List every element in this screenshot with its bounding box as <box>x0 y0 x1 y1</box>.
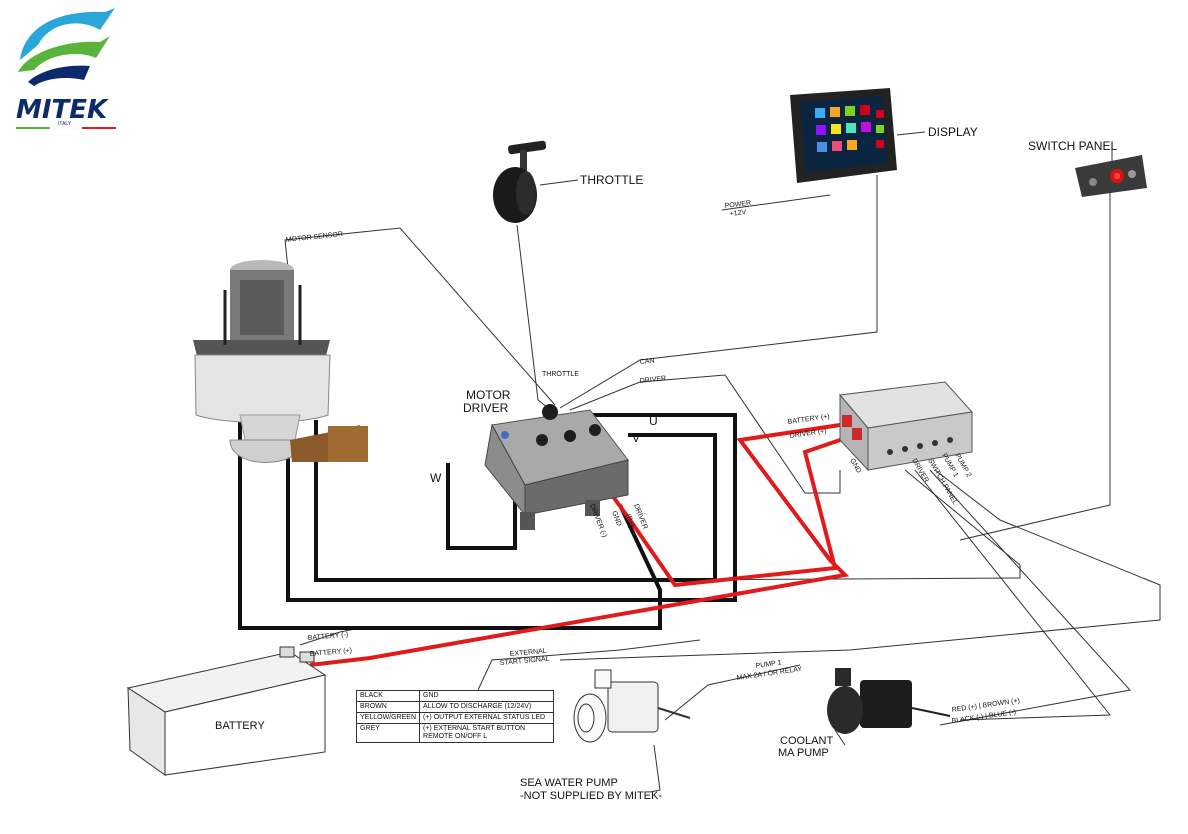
label-phase-w: W <box>430 471 442 485</box>
table-row: BLACK GND <box>355 690 554 702</box>
switch-panel <box>1075 150 1147 197</box>
label-can: CAN <box>639 357 654 366</box>
electric-motor <box>193 260 368 463</box>
wire-color-cell: BROWN <box>355 701 421 713</box>
label-motor-driver-1: MOTOR <box>466 388 511 402</box>
label-sea-water-2: -NOT SUPPLIED BY MITEK- <box>520 790 662 802</box>
battery-box <box>126 646 327 776</box>
label-battery-plus: BATTERY (+) <box>310 647 353 658</box>
table-row: GREY (+) EXTERNAL START BUTTON REMOTE ON… <box>355 723 554 743</box>
power-wires <box>309 423 850 667</box>
logo-sub: ITALY <box>58 121 72 127</box>
label-battery-plus-right: BATTERY (+) <box>787 413 830 426</box>
mitek-logo: MITEK ITALY <box>16 8 116 130</box>
label-pump1-note-1: PUMP 1 <box>755 659 782 670</box>
label-sea-water-1: SEA WATER PUMP <box>520 777 618 789</box>
label-display: DISPLAY <box>928 125 978 139</box>
table-row: BROWN ALLOW TO DISCHARGE (12/24V) <box>355 701 554 713</box>
label-gnd-small: GND <box>610 510 622 527</box>
label-driver-plus-b: (B+) <box>624 513 636 528</box>
wire-color-cell: YELLOW/GREEN <box>355 712 421 724</box>
label-throttle: THROTTLE <box>580 173 643 187</box>
label-driver-plus-right: DRIVER (+) <box>789 428 827 440</box>
wire-color-cell: GREY <box>355 723 421 743</box>
label-external-start-1: EXTERNAL <box>510 648 548 658</box>
table-row: YELLOW/GREEN (+) OUTPUT EXTERNAL STATUS … <box>355 712 554 724</box>
coolant-pump <box>827 668 951 734</box>
label-power-voltage: +12V <box>729 209 747 218</box>
label-phase-u: U <box>649 414 658 428</box>
wire-function-cell: ALLOW TO DISCHARGE (12/24V) <box>419 701 554 713</box>
label-motor-driver-2: DRIVER <box>463 401 509 415</box>
signal-wires <box>284 175 1161 793</box>
label-motor-sensor: MOTOR SENSOR <box>285 231 343 244</box>
label-battery-minus: BATTERY (-) <box>308 631 349 641</box>
label-driver: DRIVER <box>639 375 666 385</box>
junction-box <box>839 381 973 472</box>
label-pump1-note-2: MAX 2A / OR RELAY <box>736 666 803 682</box>
wire-function-cell: (+) OUTPUT EXTERNAL STATUS LED <box>419 712 554 724</box>
label-coolant-1: COOLANT <box>780 735 833 747</box>
wire-function-cell: (+) EXTERNAL START BUTTON REMOTE ON/OFF … <box>419 723 554 743</box>
label-battery: BATTERY <box>215 720 265 732</box>
diagram-labels: DISPLAY SWITCH PANEL THROTTLE POWER +12V… <box>215 125 1117 802</box>
label-switch-panel: SWITCH PANEL <box>1028 139 1117 153</box>
wire-legend-table: BLACK GND BROWN ALLOW TO DISCHARGE (12/2… <box>355 690 554 743</box>
display-screen <box>790 88 926 183</box>
sea-water-pump <box>573 669 691 743</box>
wire-function-cell: GND <box>419 690 554 702</box>
label-throttle-wire: THROTTLE <box>542 371 579 378</box>
label-coolant-2: MA PUMP <box>778 747 829 759</box>
logo-brand: MITEK <box>16 95 109 125</box>
throttle-lever <box>493 140 579 223</box>
wire-color-cell: BLACK <box>355 690 421 702</box>
motor-driver-unit <box>484 404 629 530</box>
label-power: POWER <box>724 200 751 210</box>
label-phase-v: V <box>632 431 640 445</box>
label-external-start-2: START SIGNAL <box>500 656 550 667</box>
wire-legend-body: BLACK GND BROWN ALLOW TO DISCHARGE (12/2… <box>355 690 554 743</box>
